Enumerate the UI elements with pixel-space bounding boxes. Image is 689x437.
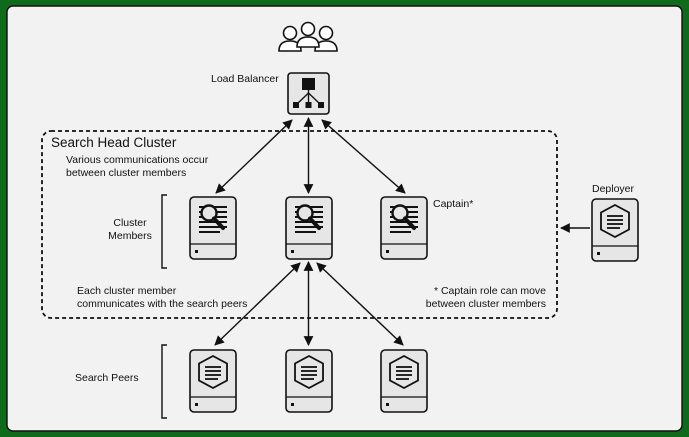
indexer-server-icon xyxy=(189,349,237,413)
captain-role-note: * Captain role can move between cluster … xyxy=(425,285,546,310)
search-head-cluster-title: Search Head Cluster xyxy=(51,135,177,150)
members-bracket xyxy=(161,194,167,269)
indexer-server-icon xyxy=(285,349,333,413)
indexer-server-icon xyxy=(380,349,428,413)
search-peers-label: Search Peers xyxy=(75,372,139,384)
users-icon xyxy=(278,21,338,52)
member-peer-arrow xyxy=(214,262,301,346)
peers-communication-note: Each cluster member communicates with th… xyxy=(77,285,248,310)
outer-frame xyxy=(6,5,683,432)
peers-bracket xyxy=(161,344,167,419)
search-head-server-icon xyxy=(284,195,334,261)
captain-label: Captain* xyxy=(433,198,474,210)
load-balancer-label: Load Balancer xyxy=(211,73,279,85)
cluster-members-label: Cluster Members xyxy=(108,217,152,242)
lb-member-arrow xyxy=(215,119,293,194)
search-head-server-icon xyxy=(379,195,429,261)
search-head-cluster-boundary xyxy=(41,130,558,319)
communications-note: Various communications occur between clu… xyxy=(66,154,209,179)
member-peer-arrow xyxy=(316,262,404,346)
deployer-server-icon xyxy=(591,198,639,262)
search-head-server-icon xyxy=(188,195,238,261)
deployer-label: Deployer xyxy=(592,183,635,195)
load-balancer-icon xyxy=(287,72,330,115)
lb-captain-arrow xyxy=(321,119,406,194)
